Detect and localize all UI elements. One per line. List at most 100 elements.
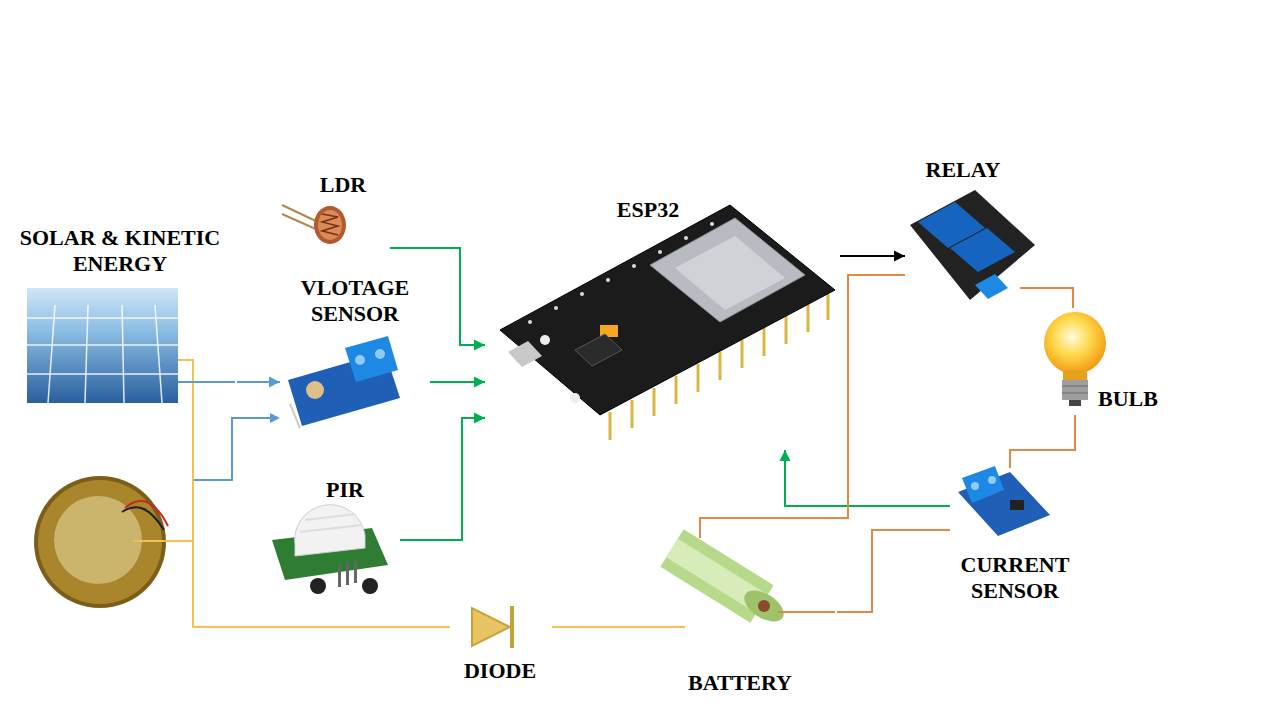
wire — [133, 540, 193, 542]
battery-cell — [672, 548, 789, 628]
esp32-board — [540, 335, 550, 345]
current-sensor-board — [962, 466, 1004, 503]
current-sensor-board — [958, 466, 1050, 536]
pir-sensor — [300, 514, 362, 532]
arrow-head — [270, 413, 280, 423]
esp32-board — [653, 388, 656, 416]
solar-panel — [27, 305, 178, 403]
component-label: CURRENT SENSOR — [950, 552, 1080, 605]
connector-wire — [193, 405, 450, 627]
voltage-sensor-board — [375, 349, 385, 359]
connector-wire — [400, 418, 485, 540]
esp32-board — [741, 340, 744, 368]
connector-wire — [700, 275, 905, 525]
esp32-board — [575, 334, 622, 366]
bulb — [1062, 386, 1088, 387]
esp32-board — [719, 352, 722, 380]
esp32-board — [710, 222, 714, 226]
bulb — [1044, 312, 1106, 374]
relay-module — [1012, 269, 1018, 275]
pir-sensor — [346, 563, 349, 585]
diode-symbol — [472, 606, 512, 648]
wire — [193, 418, 270, 480]
esp32-board — [697, 364, 700, 392]
pir-sensor — [338, 565, 341, 587]
wire — [778, 611, 835, 613]
esp32-board — [785, 316, 788, 344]
ldr-sensor — [322, 214, 338, 235]
component-label: BATTERY — [645, 670, 835, 696]
esp32-board — [684, 236, 688, 240]
esp32-board — [609, 412, 612, 440]
component-label: DIODE — [450, 658, 550, 684]
connector-wire — [1010, 415, 1075, 468]
esp32-board — [528, 222, 714, 324]
pir-sensor — [354, 561, 357, 583]
bulb — [1062, 393, 1088, 394]
esp32-board — [508, 341, 542, 367]
current-sensor-board — [988, 476, 996, 484]
esp32-board — [807, 304, 810, 332]
esp32-board — [528, 320, 532, 324]
esp32-board — [554, 306, 558, 310]
arrow-head — [474, 377, 485, 388]
ldr-sensor — [282, 214, 318, 230]
esp32-board — [500, 205, 835, 440]
bulb — [1062, 380, 1088, 400]
ldr-sensor — [282, 205, 318, 222]
wire — [133, 288, 1040, 627]
component-node: LDR — [275, 170, 390, 252]
esp32-board — [632, 264, 636, 268]
esp32-board — [827, 294, 830, 320]
ldr-sensor — [314, 206, 346, 244]
diode-symbol — [472, 608, 510, 646]
bulb — [1044, 312, 1106, 406]
connector-wire — [837, 530, 950, 612]
solar-panel — [27, 344, 178, 346]
component-label: VLOTAGE SENSOR — [285, 275, 425, 328]
esp32-board — [606, 278, 610, 282]
esp32-board — [675, 376, 678, 404]
piezo-disc — [122, 507, 164, 530]
piezo-disc — [125, 501, 168, 526]
current-sensor-board — [971, 482, 979, 490]
relay-module — [910, 190, 1035, 300]
pir-sensor — [310, 578, 326, 594]
component-label: BULB — [1092, 386, 1164, 412]
voltage-sensor-board — [306, 381, 324, 399]
arrow-head — [780, 450, 791, 461]
component-label: SOLAR & KINETIC ENERGY — [5, 225, 235, 278]
component-node: CURRENT SENSOR — [950, 468, 1082, 608]
ldr-sensor — [318, 210, 342, 240]
esp32-board — [500, 205, 835, 415]
component-node: BULB — [1040, 308, 1170, 415]
esp32-board — [763, 328, 766, 356]
component-node: VLOTAGE SENSOR — [280, 275, 430, 430]
esp32-board — [650, 218, 805, 322]
component-label: LDR — [298, 172, 388, 198]
esp32-board — [580, 292, 584, 296]
component-label: ESP32 — [598, 197, 698, 223]
current-sensor-board — [1010, 500, 1024, 510]
component-label: PIR — [315, 477, 375, 503]
component-node: BATTERY — [645, 525, 837, 700]
battery-cell — [739, 584, 789, 628]
connector-wire — [785, 450, 950, 506]
arrow-head — [474, 413, 485, 424]
connector-wire — [1040, 288, 1073, 308]
component-node: RELAY — [905, 155, 1040, 303]
esp32-board — [570, 393, 580, 403]
diode-symbol — [510, 606, 514, 648]
voltage-sensor-board — [290, 404, 300, 428]
esp32-board — [631, 400, 634, 428]
solar-panel — [155, 305, 162, 403]
bulb — [1069, 400, 1081, 406]
arrow-head — [894, 251, 905, 262]
component-node: PIR — [265, 475, 400, 610]
pir-sensor — [272, 505, 388, 594]
relay-module — [950, 228, 1015, 272]
component-node: SOLAR & KINETIC ENERGY — [5, 225, 237, 405]
ldr-sensor — [282, 205, 346, 244]
